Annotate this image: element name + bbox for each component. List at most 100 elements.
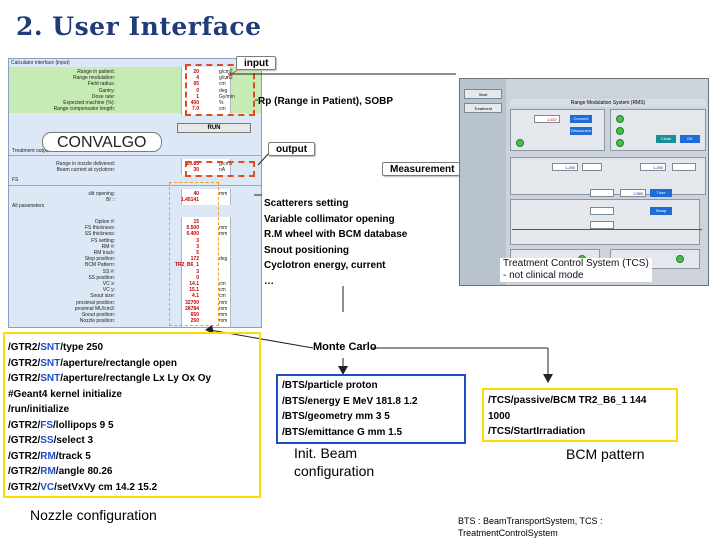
sheet-row-value[interactable]: 4.1 — [192, 293, 199, 300]
tcs-setup-button[interactable]: Setup — [650, 207, 672, 215]
sheet-row-label: SS position: — [88, 274, 115, 281]
sheet-row-value[interactable]: TR2_B6_1 — [174, 262, 199, 269]
sheet-row-value[interactable]: 172 — [190, 256, 199, 263]
scatterer-item: Cyclotron energy, current — [264, 260, 386, 271]
tcs-field[interactable] — [590, 221, 614, 229]
sheet-row-value[interactable]: 250 — [190, 318, 199, 325]
input-value-column — [181, 67, 231, 115]
sheet-row-value[interactable]: 0.400 — [186, 231, 199, 238]
tcs-tune-button[interactable]: Tune — [650, 189, 672, 197]
scatterer-item: R.M wheel with BCM database — [264, 229, 408, 240]
sheet-row-label: SS #: — [102, 268, 115, 275]
tcs-nav-start[interactable]: Start — [464, 89, 502, 99]
macro-command: /GTR2/SNT/aperture/rectangle open — [8, 357, 177, 369]
sheet-row: Expected machine (%):400% — [9, 100, 261, 107]
sheet-row-value[interactable]: 20 — [193, 69, 199, 75]
macro-command: /GTR2/VC/setVxVy cm 14.2 15.2 — [8, 481, 158, 493]
sheet-row-value[interactable]: 1 — [196, 93, 199, 100]
tcs-field[interactable] — [672, 163, 696, 171]
bts-macro-list: /BTS/particle proton/BTS/energy E MeV 18… — [282, 378, 418, 440]
sheet-row-unit: deg — [219, 256, 228, 263]
sheet-row-label: BCM Pattern: — [84, 262, 115, 269]
output-callout: output — [268, 142, 316, 156]
tcs-field[interactable]: 1.637 — [534, 115, 560, 123]
sheet-row-value[interactable]: 3 — [196, 243, 199, 250]
tcs-connect-button[interactable]: Connect — [570, 115, 592, 123]
sheet-row-label: Dose rate: — [91, 93, 115, 100]
scatterer-item: Snout positioning — [264, 244, 349, 256]
tcs-field[interactable] — [582, 163, 602, 171]
sheet-row-value[interactable]: 1.45141 — [180, 197, 199, 204]
tcs-status-led — [616, 127, 624, 135]
sheet-row-value[interactable]: 15.1 — [189, 287, 199, 294]
sheet-row-value[interactable]: 400 — [190, 100, 199, 106]
sheet-row-unit: cm — [219, 287, 226, 294]
divider — [9, 185, 261, 186]
macro-command: /BTS/emittance G mm 1.5 — [282, 426, 403, 438]
macro-command: /BTS/particle proton — [282, 380, 378, 391]
monte-carlo-label: Monte Carlo — [313, 341, 377, 353]
sheet-row-value[interactable]: 28784 — [185, 305, 199, 312]
tcs-nav-treatment[interactable]: Treatment — [464, 103, 502, 113]
sheet-row-label: VC y: — [102, 287, 115, 294]
sheet-row-unit: mm — [219, 225, 228, 232]
sheet-row-label: FS setting: — [91, 237, 115, 244]
tcs-status-led — [616, 139, 624, 147]
sheet-row-value[interactable]: 40 — [193, 191, 199, 197]
sheet-row-value[interactable]: 0 — [196, 87, 199, 94]
tcs-field[interactable] — [590, 207, 614, 215]
sheet-row-value[interactable]: 0.500 — [186, 225, 199, 232]
module-name: SNT — [40, 357, 61, 369]
scatterer-list: Scatterers setting Variable collimator o… — [264, 196, 407, 289]
sheet-row-value[interactable]: 3 — [196, 237, 199, 244]
sheet-row: FS setting: 3 — [9, 238, 261, 245]
sheet-row-label: slit opening: — [88, 191, 115, 197]
parameter-highlight — [169, 182, 219, 326]
sheet-row-value[interactable]: 650 — [190, 312, 199, 318]
tcs-close-button[interactable]: Close — [656, 135, 676, 143]
sheet-row-label: Field radius: — [87, 81, 115, 88]
sheet-row-value[interactable]: 32700 — [185, 299, 199, 306]
section-output-label: Treatment output — [12, 148, 50, 154]
sheet-row-value[interactable]: 14.1 — [189, 281, 199, 287]
param-value-column — [181, 217, 231, 327]
tcs-status-led — [676, 255, 684, 263]
sheet-row-value[interactable]: 7.0 — [192, 106, 199, 113]
sheet-row-value[interactable]: 3 — [196, 268, 199, 275]
run-button[interactable]: RUN — [177, 123, 251, 133]
sheet-row-value[interactable]: 0 — [196, 274, 199, 281]
sheet-row-value[interactable]: 15 — [193, 219, 199, 225]
sheet-row-value[interactable]: 05 — [193, 81, 199, 88]
macro-command: /GTR2/RM/track 5 — [8, 450, 91, 462]
sheet-row-label: proximal position: — [76, 299, 115, 306]
sheet-row-label: Snout size: — [90, 293, 115, 300]
sheet-row-label: Range in patient: — [77, 69, 115, 75]
sheet-row-value[interactable]: 5 — [196, 250, 199, 256]
sheet-row-unit: nA — [219, 167, 226, 174]
sheet-row-unit: mm — [219, 305, 228, 312]
init-beam-label: Init. Beam configuration — [294, 444, 374, 480]
macro-command: /BTS/geometry mm 3 5 — [282, 411, 390, 422]
sheet-row-unit: mm — [219, 191, 228, 197]
tcs-field[interactable]: 1.580 — [620, 189, 646, 197]
tcs-field[interactable] — [590, 189, 614, 197]
sheet-row-value[interactable]: 30 — [193, 167, 199, 174]
sheet-row-label: Expected machine (%): — [63, 100, 115, 106]
sheet-row-unit: mm — [219, 318, 228, 325]
tcs-disconnect-button[interactable]: Disconnect — [570, 127, 592, 135]
tcs-field[interactable]: 1.250 — [552, 163, 578, 171]
tcs-ok-button[interactable]: OK — [680, 135, 700, 143]
module-name: RM — [40, 450, 56, 462]
sheet-row-value[interactable]: 4 — [196, 75, 199, 82]
sheet-row-unit: mm — [219, 231, 228, 238]
tcs-field[interactable]: 1.250 — [640, 163, 666, 171]
sheet-row-value[interactable]: 20.83 — [186, 161, 199, 167]
